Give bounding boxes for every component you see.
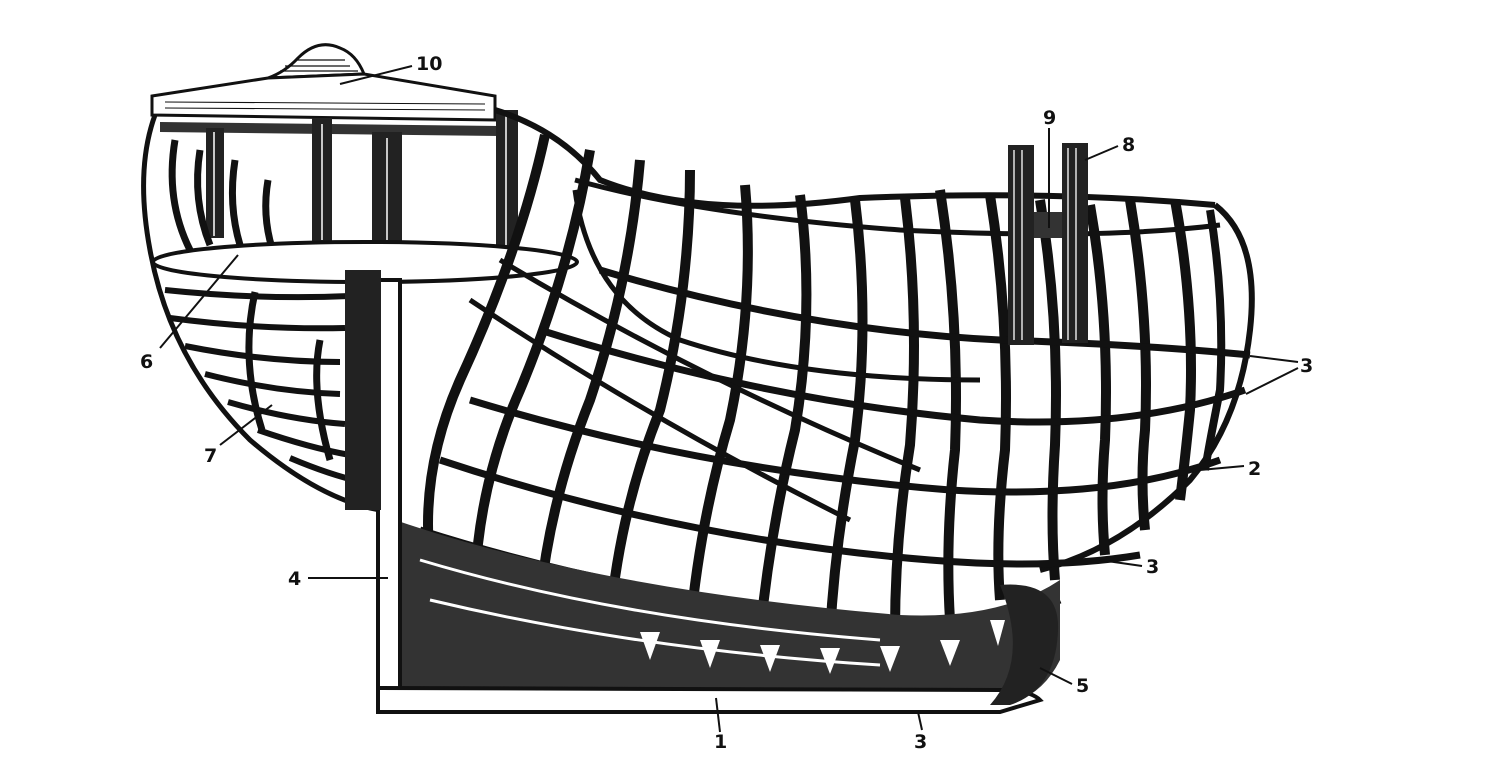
leader-8 — [1084, 145, 1119, 161]
label-taffrail: 10 — [416, 53, 442, 75]
leader-3d — [917, 711, 923, 731]
leader-6 — [159, 254, 239, 349]
leader-5 — [1039, 667, 1073, 685]
sheer-rail — [494, 107, 1216, 209]
taffrail-crown — [267, 43, 367, 80]
leader-7 — [219, 404, 273, 446]
leader-2 — [1199, 465, 1245, 471]
stern-quarter-outline — [141, 114, 381, 513]
label-transom: 6 — [140, 351, 153, 373]
keel — [376, 685, 1044, 714]
label-keel: 1 — [714, 731, 727, 753]
stern-planking — [164, 287, 363, 485]
leader-1 — [715, 697, 721, 733]
stem — [990, 584, 1059, 705]
label-bitt-post: 8 — [1122, 134, 1135, 156]
bitt-post-right — [1062, 143, 1088, 343]
stern-frames — [168, 139, 276, 252]
label-stringer-upper: 3 — [1300, 355, 1313, 377]
label-bitt-slot: 9 — [1043, 107, 1056, 129]
bow-outline — [1039, 202, 1255, 573]
leader-10 — [339, 65, 413, 85]
hull-frames — [418, 107, 1255, 636]
keel-assembly — [345, 270, 1060, 714]
bitts — [1008, 143, 1088, 345]
deadwood — [395, 520, 1060, 705]
label-frame: 2 — [1248, 458, 1261, 480]
label-fashion-piece: 7 — [204, 445, 217, 467]
bitt-post-left — [1008, 145, 1034, 345]
callout-labels: 10 9 8 6 7 3 2 3 4 5 1 3 — [140, 53, 1313, 753]
label-sternpost: 4 — [288, 568, 301, 590]
stern-structure — [141, 43, 579, 513]
leader-3a — [1249, 355, 1299, 363]
sternpost — [376, 278, 402, 712]
leader-3c — [1099, 559, 1143, 567]
label-stringer-lower: 3 — [1146, 556, 1159, 578]
leader-3b — [1245, 367, 1299, 395]
label-stringer-keel: 3 — [914, 731, 927, 753]
label-stem: 5 — [1076, 675, 1089, 697]
leader-lines — [159, 65, 1299, 733]
taffrail-bar — [150, 72, 497, 122]
